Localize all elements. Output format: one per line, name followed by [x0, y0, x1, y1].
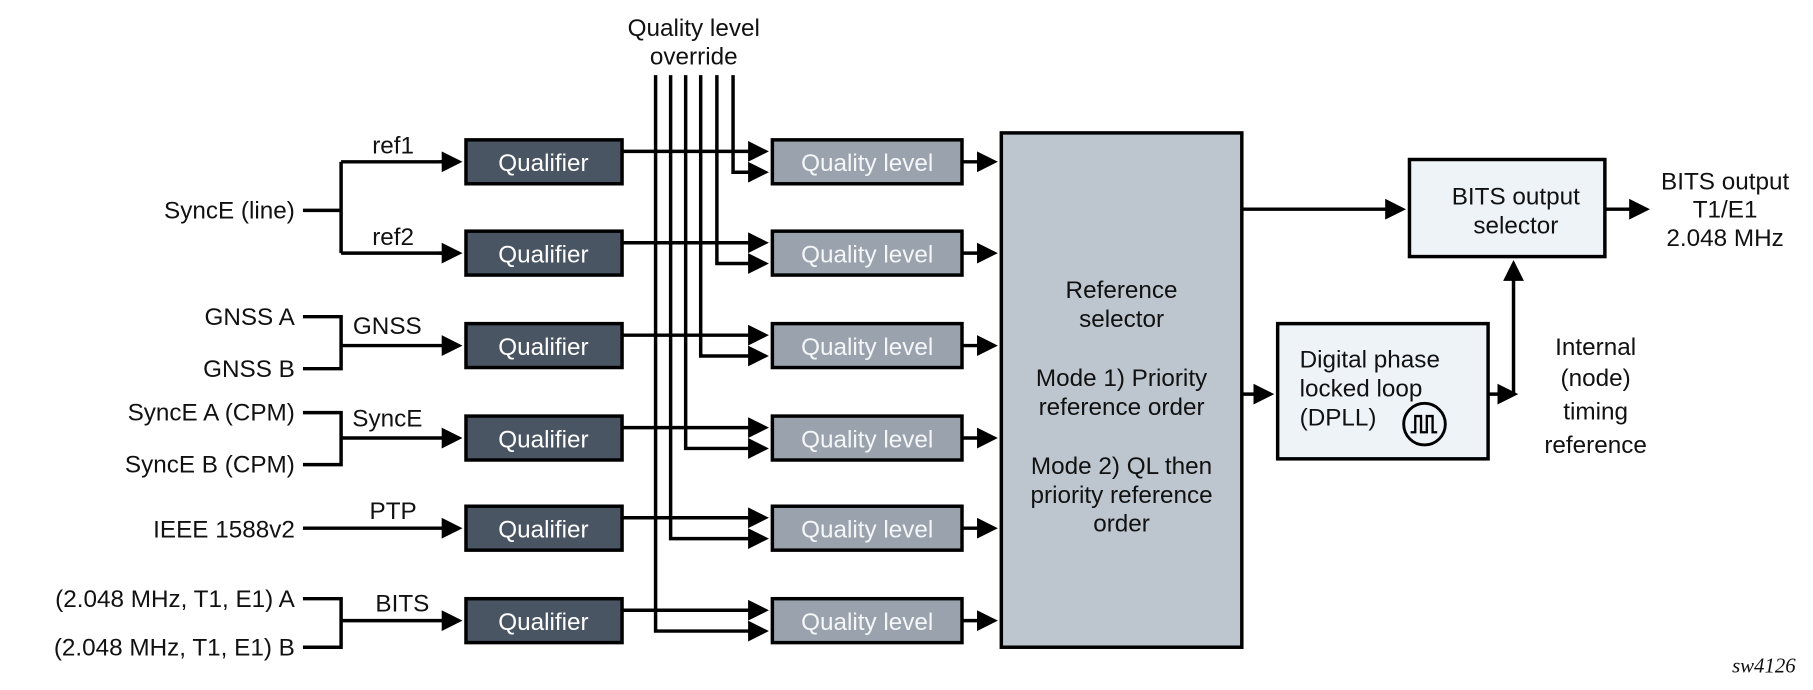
- figure-id: sw4126: [1732, 655, 1796, 678]
- svg-text:2.048 MHz: 2.048 MHz: [1666, 225, 1783, 252]
- svg-text:selector: selector: [1079, 306, 1164, 333]
- input-label: GNSS A: [204, 304, 295, 331]
- svg-text:reference order: reference order: [1039, 394, 1205, 421]
- input-connector: [302, 314, 459, 371]
- qualifier-box: Qualifier: [464, 504, 624, 552]
- qualifier-box: Qualifier: [464, 596, 624, 645]
- svg-text:BITS output: BITS output: [1661, 169, 1789, 196]
- bits-output-label: BITS output T1/E1 2.048 MHz: [1661, 169, 1789, 253]
- svg-text:(DPLL): (DPLL): [1300, 404, 1377, 431]
- input-label: SyncE A (CPM): [128, 400, 295, 427]
- override-line: [653, 75, 769, 642]
- svg-text:order: order: [1093, 511, 1150, 538]
- override-line: [668, 75, 769, 549]
- svg-text:Reference: Reference: [1066, 277, 1178, 304]
- svg-text:T1/E1: T1/E1: [1693, 196, 1758, 223]
- quality-level-box: Quality level: [770, 414, 964, 462]
- override-label: Quality level override: [628, 15, 760, 71]
- square-wave-clock-icon: [1402, 401, 1447, 447]
- internal-timing-reference-label: Internal (node) timing reference: [1544, 334, 1647, 459]
- input-label: IEEE 1588v2: [153, 516, 295, 543]
- branch-label-ptp: PTP: [370, 498, 417, 525]
- input-label: SyncE (line): [164, 197, 295, 224]
- branch-label: BITS: [375, 590, 429, 617]
- branch-label: GNSS: [353, 313, 422, 340]
- input-connector: [302, 596, 459, 649]
- override-line: [731, 75, 769, 183]
- quality-level-box: Quality level: [770, 138, 964, 186]
- input-connector: [302, 410, 459, 467]
- svg-text:Quality level: Quality level: [801, 609, 933, 636]
- reference-selector: Reference selector Mode 1) Priority refe…: [999, 131, 1244, 649]
- svg-text:Qualifier: Qualifier: [498, 609, 588, 636]
- svg-text:Qualifier: Qualifier: [498, 516, 588, 543]
- quality-level-box: Quality level: [770, 504, 964, 552]
- dpll-box: Digital phase locked loop (DPLL): [1275, 321, 1490, 461]
- input-label: (2.048 MHz, T1, E1) A: [55, 586, 295, 613]
- qualifier-box: Qualifier: [464, 138, 624, 186]
- svg-text:reference: reference: [1544, 432, 1647, 459]
- svg-text:Mode 1) Priority: Mode 1) Priority: [1036, 365, 1208, 392]
- branch-label-ref1: ref1: [372, 133, 414, 160]
- svg-text:Digital phase: Digital phase: [1300, 347, 1440, 374]
- qualifier-box: Qualifier: [464, 414, 624, 462]
- quality-level-box: Quality level: [770, 321, 964, 370]
- svg-text:Quality level: Quality level: [801, 516, 933, 543]
- svg-text:Quality level: Quality level: [628, 15, 760, 42]
- svg-text:priority reference: priority reference: [1031, 482, 1213, 509]
- quality-level-box: Quality level: [770, 229, 964, 277]
- branch-label-ref2: ref2: [372, 224, 414, 251]
- svg-text:Qualifier: Qualifier: [498, 241, 588, 268]
- svg-text:selector: selector: [1473, 212, 1558, 239]
- svg-text:BITS output: BITS output: [1452, 184, 1580, 211]
- svg-text:Mode 2) QL then: Mode 2) QL then: [1031, 453, 1212, 480]
- input-label: GNSS B: [203, 356, 295, 383]
- override-line: [683, 75, 769, 459]
- qualifier-box: Qualifier: [464, 321, 624, 370]
- svg-text:override: override: [650, 44, 738, 71]
- quality-level-box: Quality level: [770, 596, 964, 645]
- svg-text:Quality level: Quality level: [801, 241, 933, 268]
- svg-text:Qualifier: Qualifier: [498, 334, 588, 361]
- svg-text:Quality level: Quality level: [801, 150, 933, 177]
- svg-text:Quality level: Quality level: [801, 426, 933, 453]
- branch-label: SyncE: [352, 405, 422, 432]
- svg-text:timing: timing: [1563, 399, 1628, 426]
- svg-text:Qualifier: Qualifier: [498, 426, 588, 453]
- override-line: [698, 75, 769, 367]
- svg-text:locked loop: locked loop: [1300, 375, 1423, 402]
- svg-text:Internal: Internal: [1555, 334, 1636, 361]
- qualifier-box: Qualifier: [464, 229, 624, 277]
- override-line: [715, 75, 769, 274]
- input-label: SyncE B (CPM): [125, 452, 295, 479]
- svg-text:(node): (node): [1561, 365, 1631, 392]
- input-label: (2.048 MHz, T1, E1) B: [54, 634, 295, 661]
- svg-text:Qualifier: Qualifier: [498, 150, 588, 177]
- bits-output-selector: BITS output selector: [1407, 157, 1607, 259]
- svg-text:Quality level: Quality level: [801, 334, 933, 361]
